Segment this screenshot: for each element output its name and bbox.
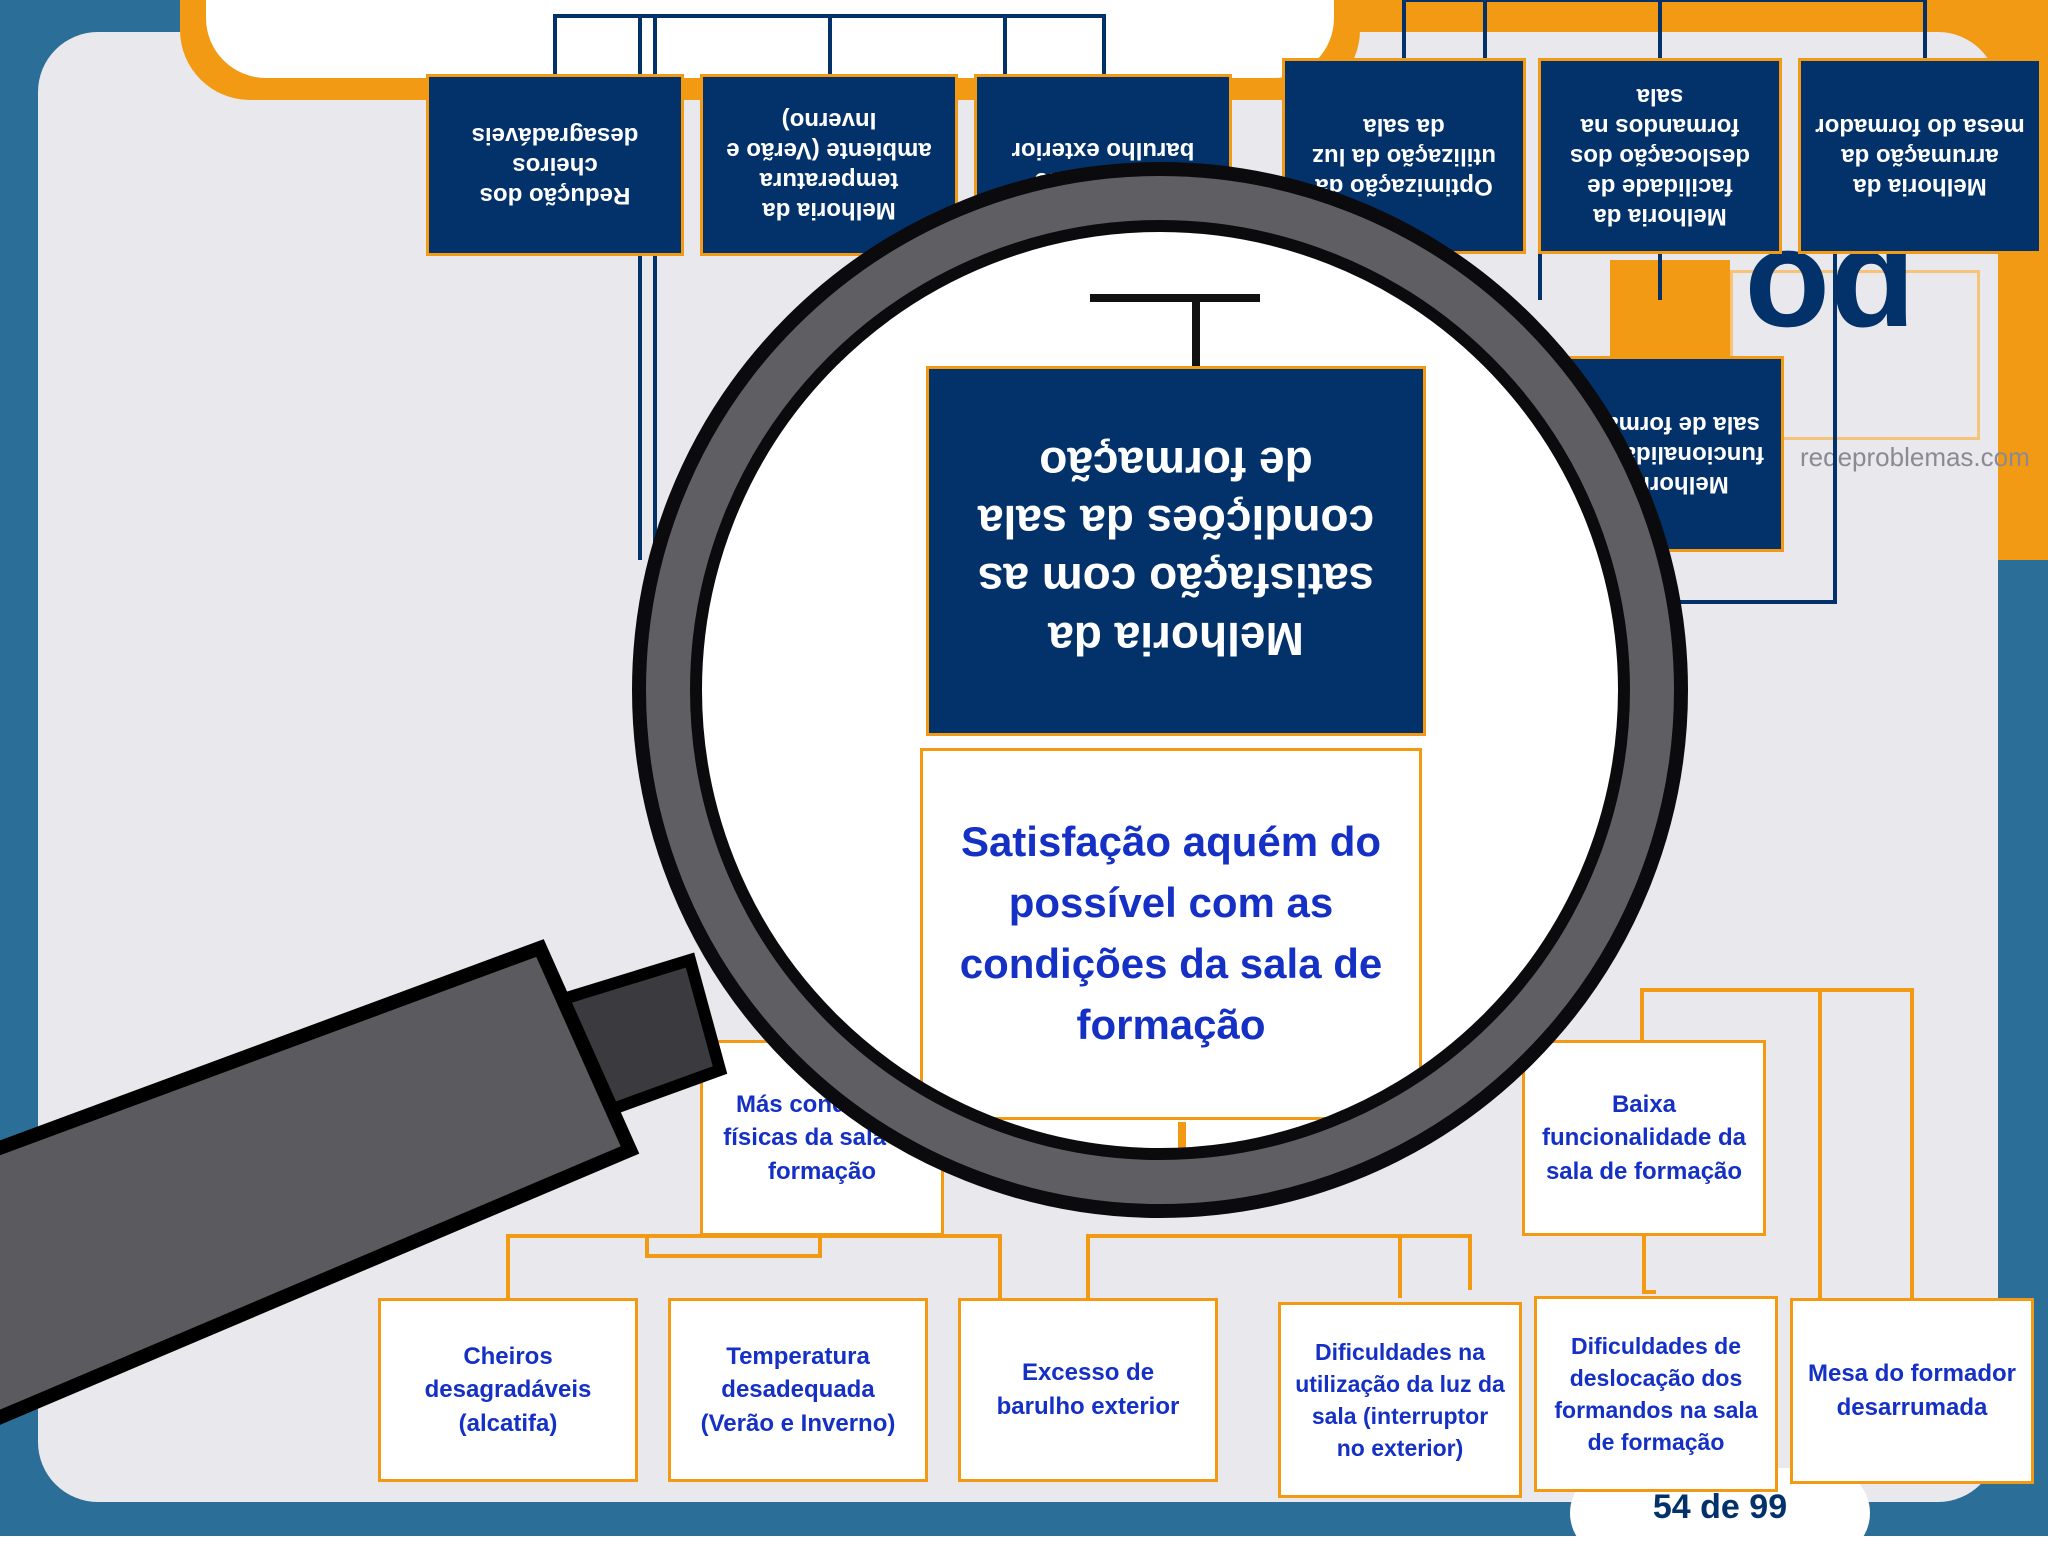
main-problem-label: Satisfação aquém do possível com as cond… (959, 818, 1383, 1048)
watermark-logo-block: po (1610, 222, 1990, 440)
connector-line (1086, 1234, 1400, 1298)
lens-rim-outer (632, 162, 1688, 1218)
problem-box: Cheiros desagradáveis (alcatifa) (378, 1298, 638, 1482)
problem-box: Dificuldades na utilização da luz da sal… (1278, 1302, 1522, 1498)
lens-rim (646, 176, 1674, 1204)
main-problem-box: Satisfação aquém do possível com as cond… (920, 748, 1422, 1120)
connector-line (1642, 1236, 1656, 1294)
main-objective-connector (1192, 294, 1200, 366)
problem-box-mid: Baixa funcionalidade da sala de formação (1522, 1040, 1766, 1236)
problem-label: Baixa funcionalidade da sala de formação (1541, 1090, 1747, 1185)
logo-outline (1730, 270, 1980, 440)
problem-label: Temperatura desadequada (Verão e Inverno… (700, 1342, 896, 1437)
problem-box: Dificuldades de deslocação dos formandos… (1534, 1296, 1778, 1492)
magnifier-handle (0, 939, 728, 1425)
problem-box: Mesa do formador desarrumada (1790, 1298, 2034, 1484)
problem-label: Mesa do formador desarrumada (1807, 1360, 2017, 1421)
logo-orange-block (1610, 260, 1730, 370)
lens-rim-inner (690, 220, 1630, 1160)
connector-line (1400, 1234, 1472, 1290)
title-box (206, 0, 1334, 78)
problem-label: Dificuldades na utilização da luz da sal… (1295, 1338, 1505, 1462)
main-objective-connector (1090, 294, 1260, 302)
connector-line (1402, 0, 1927, 58)
watermark-url: redeproblemas.com (1800, 442, 2030, 472)
connector-line (645, 1236, 822, 1258)
page-number: 54 de 99 (1652, 1488, 1788, 1526)
problem-label: Excesso de barulho exterior (996, 1359, 1180, 1420)
problem-label: Dificuldades de deslocação dos formandos… (1554, 1332, 1758, 1456)
problem-box: Excesso de barulho exterior (958, 1298, 1218, 1482)
problem-label: Cheiros desagradáveis (alcatifa) (424, 1342, 592, 1437)
problem-box: Temperatura desadequada (Verão e Inverno… (668, 1298, 928, 1482)
connector-line (506, 1234, 1002, 1298)
